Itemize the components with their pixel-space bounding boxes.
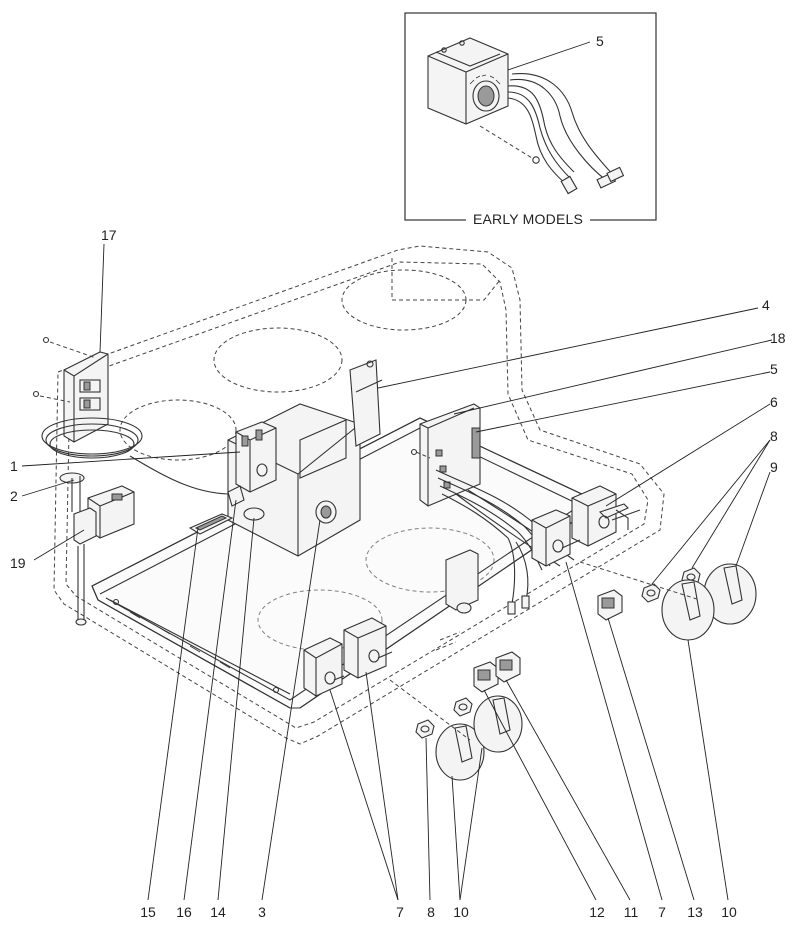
infinite-switch-7-upper (531, 509, 581, 567)
bottom-label-8: 8 (427, 904, 435, 920)
cooktop-outline (53, 245, 665, 745)
inset-control-box (427, 37, 540, 164)
nut-8-right-a (641, 583, 661, 603)
callout-6: 6 (770, 394, 778, 410)
inset-wire-harness (507, 73, 625, 195)
callout-5: 5 (770, 361, 778, 377)
callout-18: 18 (770, 330, 786, 346)
nut-8-front-b (453, 697, 473, 717)
knob-10-front-a (435, 723, 485, 781)
callout-1: 1 (10, 458, 18, 474)
bottom-label-11: 11 (624, 904, 639, 920)
control-board-18 (410, 403, 481, 507)
callout-8-right: 8 (770, 428, 778, 444)
rocker-switch-12 (473, 661, 499, 693)
sensor-coil-2 (41, 417, 241, 512)
bottom-label-10b: 10 (721, 904, 737, 920)
callout-19: 19 (10, 555, 26, 571)
callout-labels: 17 1 2 19 4 18 5 6 8 9 (10, 227, 786, 571)
bottom-label-15: 15 (140, 904, 156, 920)
bottom-label-7a: 7 (396, 904, 404, 920)
bottom-label-10a: 10 (453, 904, 469, 920)
bottom-label-16: 16 (176, 904, 192, 920)
bottom-label-12: 12 (589, 904, 605, 920)
callout-4: 4 (762, 297, 770, 313)
callout-9: 9 (770, 459, 778, 475)
bottom-label-7b: 7 (658, 904, 666, 920)
front-center-bracket (435, 549, 479, 651)
callout-leaders (21, 243, 773, 901)
callout-2: 2 (10, 488, 18, 504)
knob-axis-front (389, 679, 471, 741)
infinite-switch-6 (571, 485, 641, 547)
knob-10-right (661, 579, 715, 641)
inset-connector-a (560, 175, 578, 195)
transformer-19 (73, 485, 135, 626)
bottom-label-3: 3 (258, 904, 266, 920)
infinite-switch-7-lower-a (303, 637, 345, 697)
knob-9 (703, 563, 757, 625)
nut-8-front-a (415, 719, 435, 739)
inset-early-models: EARLY MODELS 5 (404, 12, 657, 228)
inset-caption-mask (466, 210, 590, 228)
rocker-switch-11 (495, 651, 521, 683)
bottom-label-13: 13 (687, 904, 703, 920)
clip-16 (227, 485, 245, 507)
inset-callout-5: 5 (596, 33, 604, 49)
terminal-block-15 (188, 513, 234, 535)
bracket-17 (32, 336, 109, 443)
rocker-switch-13 (597, 589, 623, 621)
knob-10-front-b (473, 695, 523, 753)
inset-connector-c (606, 166, 625, 183)
inset-callout-leader (507, 41, 591, 71)
callout-17: 17 (101, 227, 117, 243)
bottom-label-14: 14 (210, 904, 226, 920)
inset-caption: EARLY MODELS (473, 211, 583, 227)
bottom-callout-row: 15 16 14 3 7 8 10 12 11 7 13 10 (140, 904, 737, 920)
infinite-switch-left (235, 421, 277, 493)
infinite-switch-7-lower-b (343, 617, 393, 679)
